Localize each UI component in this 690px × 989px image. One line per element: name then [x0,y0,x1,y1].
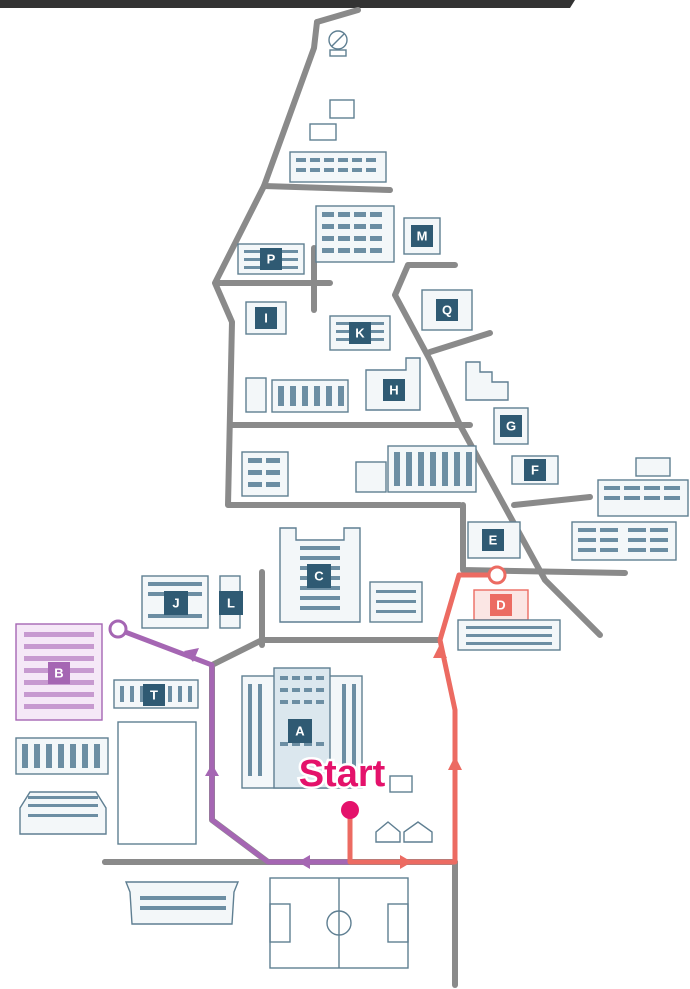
destination-b-marker [108,619,128,639]
building-small-pavilion [375,775,433,843]
start-marker [341,801,359,819]
stadium [124,881,240,925]
route-red [347,565,507,869]
label-c[interactable]: C [307,564,331,588]
destination-d-marker [487,565,507,585]
svg-text:J: J [172,596,179,611]
arrow-icon [400,855,412,869]
label-f[interactable]: F [524,459,546,481]
building-a[interactable] [241,667,363,789]
svg-text:G: G [506,419,516,434]
svg-text:Q: Q [442,303,452,318]
label-g[interactable]: G [500,415,522,437]
label-m[interactable]: M [411,225,433,247]
svg-text:F: F [531,463,539,478]
svg-text:D: D [496,598,505,613]
arrow-icon [448,756,462,770]
label-b[interactable]: B [48,662,70,684]
label-p[interactable]: P [260,248,282,270]
building-top-cluster [289,99,387,183]
top-bar [0,0,575,8]
svg-text:K: K [355,326,365,341]
start-label: Start [299,753,386,795]
label-q[interactable]: Q [436,299,458,321]
soccer-field [269,877,409,969]
svg-text:A: A [295,724,305,739]
svg-text:T: T [150,688,158,703]
label-k[interactable]: K [349,322,371,344]
svg-text:M: M [417,229,428,244]
open-field [117,721,197,845]
label-l[interactable]: L [219,591,243,615]
building-small-c-east [369,581,423,623]
building-east-cluster [571,457,689,561]
label-e[interactable]: E [482,529,504,551]
building-large-north [315,205,395,263]
building-stepped [465,361,509,401]
arrow-icon [205,764,219,776]
svg-text:E: E [489,533,498,548]
svg-text:C: C [314,569,324,584]
label-h[interactable]: H [383,379,405,401]
satellite-dish-icon [328,30,348,57]
arrow-icon [433,644,447,658]
building-long-hall [355,445,477,493]
arrow-icon [184,648,199,662]
svg-text:P: P [267,252,276,267]
label-j[interactable]: J [164,591,188,615]
svg-text:B: B [54,666,63,681]
building-west-small [15,737,109,835]
label-i[interactable]: I [255,307,277,329]
svg-text:L: L [227,596,235,611]
label-a[interactable]: A [288,719,312,743]
building-q[interactable] [421,289,473,331]
building-west-block [241,451,289,497]
svg-text:H: H [389,383,398,398]
label-d[interactable]: D [490,594,512,616]
building-west-row [245,377,349,413]
label-t[interactable]: T [143,684,165,706]
svg-text:I: I [264,311,268,326]
arrow-icon [298,855,310,869]
